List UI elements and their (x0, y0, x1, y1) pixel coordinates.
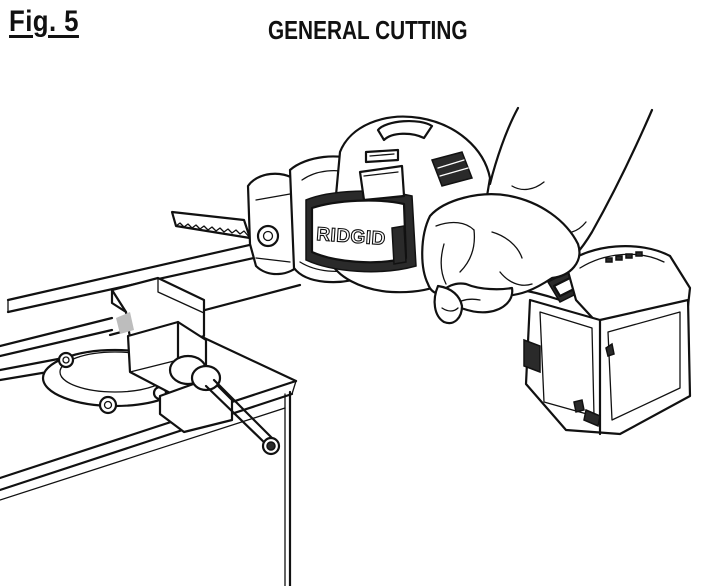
brand-logo-text: RIDGID (316, 224, 387, 250)
reciprocating-saw: RIDGID (246, 115, 568, 302)
battery-pack (523, 245, 692, 436)
figure-title: GENERAL CUTTING (268, 15, 468, 45)
operator-hand (421, 106, 654, 325)
saw-blade (170, 210, 252, 240)
bench-vise (41, 276, 281, 456)
figure-number: Fig. 5 (9, 5, 79, 38)
